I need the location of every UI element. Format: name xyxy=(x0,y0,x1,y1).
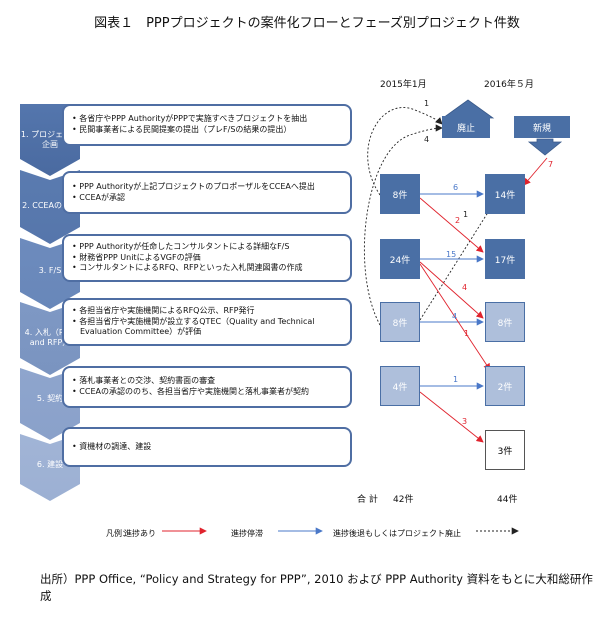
legend-stalled: 進捗停滞 xyxy=(231,529,263,538)
progress-24-2 xyxy=(419,263,491,371)
regress-curve-4 xyxy=(363,124,443,326)
left-box-stage2: 8件 xyxy=(380,174,420,214)
stage-desc-6: • 資機材の調達、建設 xyxy=(62,427,352,467)
desc-line: 各担当省庁や実施機関によるRFQ公示、RFP発行 xyxy=(79,305,255,315)
flow-label: 4 xyxy=(452,312,458,321)
stage-label-6: 6. 建設 xyxy=(36,460,64,469)
year-left: 2015年1月 xyxy=(380,80,427,90)
legend-regress: 進捗後退もしくはプロジェクト廃止 xyxy=(333,529,461,538)
left-box-stage5: 4件 xyxy=(380,366,420,406)
year-right: 2016年５月 xyxy=(484,80,534,90)
stage-desc-2: • PPP Authorityが上記プロジェクトのプロポーザルをCCEAへ提出 … xyxy=(62,171,352,214)
progress-new-14 xyxy=(523,157,548,186)
desc-line: 各担当省庁や実施機関が設立するQTEC（Quality and Technica… xyxy=(79,316,315,326)
totals-label: 合 計 xyxy=(357,495,378,505)
left-box-stage4: 8件 xyxy=(380,302,420,342)
flow-label: 1 xyxy=(464,329,470,338)
desc-line: Evaluation Committee）が評価 xyxy=(80,327,202,337)
flow-label: 1 xyxy=(453,375,459,384)
desc-line: 各省庁やPPP AuthorityがPPPで実施すべきプロジェクトを抽出 xyxy=(79,114,308,124)
desc-line: 財務省PPP UnitによるVGFの評価 xyxy=(79,252,201,262)
flow-label: 15 xyxy=(446,250,457,259)
stage-desc-3: • PPP Authorityが任命したコンサルタントによる詳細なF/S • 財… xyxy=(62,234,352,282)
regress-line-24-14 xyxy=(419,205,493,321)
flow-label: 6 xyxy=(453,183,459,192)
desc-line: PPP Authorityが上記プロジェクトのプロポーザルをCCEAへ提出 xyxy=(79,181,315,191)
stage-label-2: 2. CCEAの承認 xyxy=(22,201,78,210)
new-arrow xyxy=(527,138,563,156)
right-box-stage5: 2件 xyxy=(485,366,525,406)
left-box-stage3: 24件 xyxy=(380,239,420,279)
legend-prefix: 凡例： xyxy=(106,529,130,538)
desc-line: 民間事業者による民間提案の提出（プレF/Sの結果の提出） xyxy=(79,125,292,134)
stage-label-1: 1. プロジェクト企画 xyxy=(20,130,80,149)
right-box-stage6: 3件 xyxy=(485,430,525,470)
totals-left: 42件 xyxy=(393,495,414,505)
stage-desc-5: • 落札事業者との交渉、契約書面の審査 • CCEAの承認ののち、各担当省庁や実… xyxy=(62,366,352,408)
desc-line: 資機材の調達、建設 xyxy=(79,441,152,451)
flow-label: 1 xyxy=(424,99,430,108)
stage-label-4: 4. 入札（RFQ and RFP） xyxy=(24,328,76,347)
flow-label: 2 xyxy=(455,216,461,225)
totals-right: 44件 xyxy=(497,495,518,505)
right-box-stage2: 14件 xyxy=(485,174,525,214)
progress-4-3 xyxy=(419,391,484,443)
regress-curve-1 xyxy=(367,107,443,196)
abolish-box: 廃止 xyxy=(442,116,490,138)
desc-line: 落札事業者との交渉、契約書面の審査 xyxy=(79,376,216,386)
legend-progress: 進捗あり xyxy=(124,529,156,538)
flow-label: 3 xyxy=(462,417,468,426)
desc-line: PPP Authorityが任命したコンサルタントによる詳細なF/S xyxy=(79,241,290,251)
stage-label-3: 3. F/S xyxy=(38,266,62,275)
desc-line: コンサルタントによるRFQ、RFPといった入札関連図書の作成 xyxy=(79,263,303,273)
desc-line: CCEAの承認ののち、各担当省庁や実施機関と落札事業者が契約 xyxy=(79,387,309,396)
flow-label: 1 xyxy=(463,210,469,219)
right-box-stage4: 8件 xyxy=(485,302,525,342)
stage-label-5: 5. 契約 xyxy=(36,394,64,403)
progress-24-8 xyxy=(419,261,484,319)
flow-label: 4 xyxy=(424,135,430,144)
right-box-stage3: 17件 xyxy=(485,239,525,279)
stage-desc-4: • 各担当省庁や実施機関によるRFQ公示、RFP発行 • 各担当省庁や実施機関が… xyxy=(62,298,352,346)
flow-label: 7 xyxy=(548,160,554,169)
flow-label: 4 xyxy=(462,283,468,292)
source-note: 出所）PPP Office, “Policy and Strategy for … xyxy=(40,572,593,604)
stage-desc-1: • 各省庁やPPP AuthorityがPPPで実施すべきプロジェクトを抽出 •… xyxy=(62,104,352,146)
new-box: 新規 xyxy=(514,116,570,138)
progress-8-17 xyxy=(419,197,484,253)
figure-title: 図表１ PPPプロジェクトの案件化フローとフェーズ別プロジェクト件数 xyxy=(94,16,520,31)
desc-line: CCEAが承認 xyxy=(79,192,125,202)
